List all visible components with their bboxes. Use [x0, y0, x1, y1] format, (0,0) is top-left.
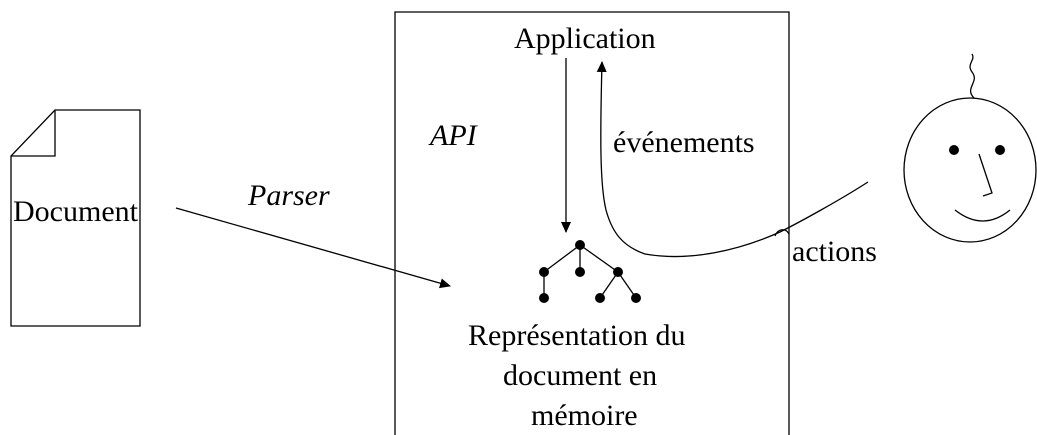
parser-label: Parser — [247, 179, 330, 212]
events-arrow — [596, 61, 869, 258]
application-box — [394, 11, 790, 435]
actions-label: actions — [792, 235, 877, 268]
user-face-icon — [903, 53, 1037, 243]
representation-line-1: Représentation du — [468, 319, 685, 352]
evenements-label: événements — [613, 126, 755, 159]
representation-line-3: mémoire — [531, 399, 638, 432]
api-label: API — [428, 119, 479, 152]
document-icon — [10, 109, 141, 327]
parser-arrow — [175, 207, 451, 289]
events-hop — [774, 229, 790, 237]
representation-line-2: document en — [503, 359, 657, 392]
document-label: Document — [13, 195, 139, 228]
tree-icon — [539, 240, 641, 303]
application-label: Application — [514, 22, 656, 55]
